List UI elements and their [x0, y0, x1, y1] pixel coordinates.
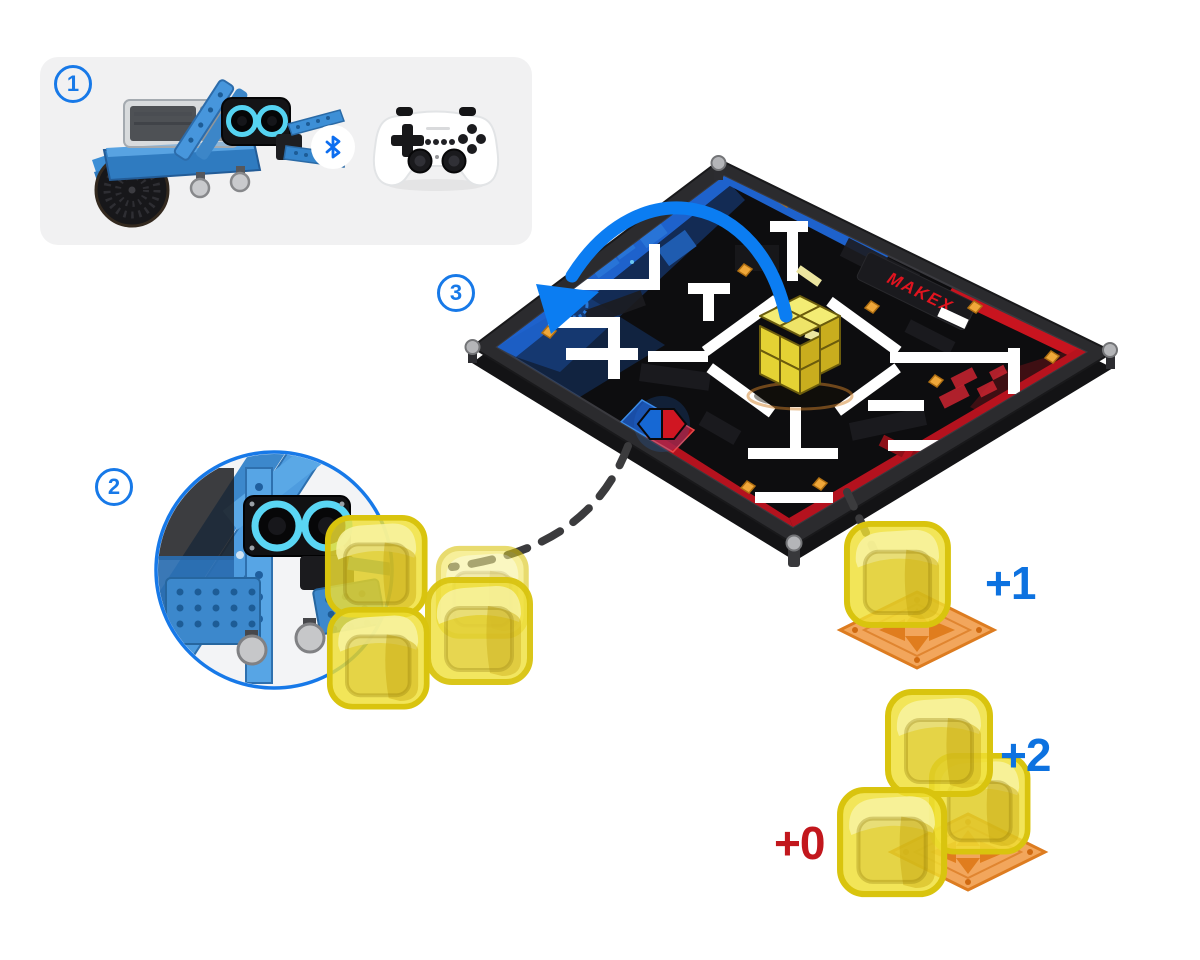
robot-photo: [92, 79, 347, 228]
corner-posts: [464, 155, 1118, 567]
step-badge-3: 3: [437, 274, 475, 312]
step-number: 3: [449, 280, 463, 305]
score-example-single: [838, 524, 996, 670]
closeup-circle: [154, 450, 530, 707]
gripped-cubes: [328, 518, 530, 707]
score-cube: [888, 692, 990, 794]
score-cube: [840, 790, 944, 894]
step-number: 1: [66, 71, 80, 96]
maze-lines: [548, 221, 1020, 503]
place-cube-arrow-icon: [536, 201, 793, 334]
step-badge-1: 1: [54, 65, 92, 103]
score-label-plus-zero: +0: [774, 817, 825, 869]
bluetooth-icon: [311, 125, 355, 169]
score-cube: [847, 524, 948, 625]
step-badge-2: 2: [95, 468, 133, 506]
score-label-plus-two: +2: [1000, 729, 1051, 781]
score-label-plus-one: +1: [985, 557, 1036, 609]
hex-emblem: [634, 396, 690, 452]
score-example-stack: [840, 692, 1047, 894]
step1-card: [40, 57, 532, 245]
gamepad-icon: [372, 107, 500, 191]
step-number: 2: [107, 474, 121, 499]
